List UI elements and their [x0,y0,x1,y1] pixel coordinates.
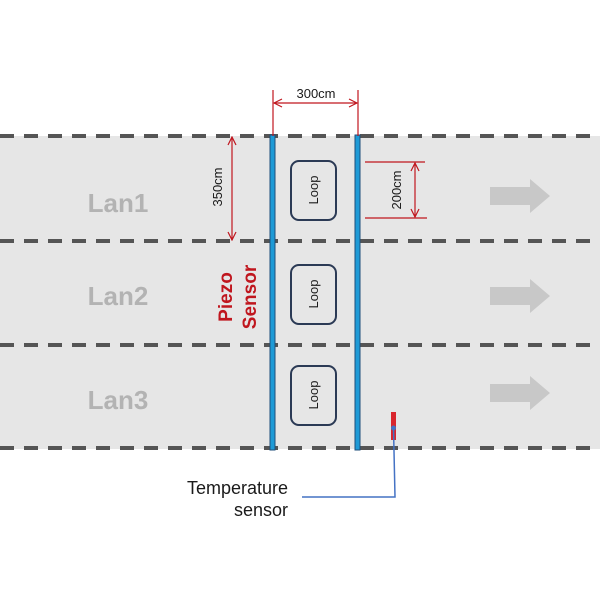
right-arrow-icon [490,376,550,410]
piezo-sensor-strip-right [354,134,361,451]
lane-label-1: Lan1 [88,188,149,218]
loop-detector-1: Loop [290,160,337,221]
lane-label-2: Lan2 [88,281,149,311]
right-arrow-icon [490,179,550,213]
lane-label-3: Lan3 [88,385,149,415]
dimension-loop-length: 200cm [365,161,427,219]
dimension-label-300cm: 300cm [296,86,335,101]
temperature-sensor: Temperature sensor [187,412,396,520]
right-arrow-icon [490,279,550,313]
dimension-sensor-spacing: 300cm [272,86,359,136]
loop-detector-2: Loop [290,264,337,325]
loop-label-2: Loop [306,280,321,309]
loop-label-1: Loop [306,176,321,205]
loop-detector-3: Loop [290,365,337,426]
piezo-sensor-strip-left [269,134,276,451]
dimension-label-350cm: 350cm [210,167,225,206]
dimension-label-200cm: 200cm [389,170,404,209]
loop-label-3: Loop [306,381,321,410]
piezo-label-line1: Piezo [216,272,237,322]
piezo-label-line2: Sensor [240,264,261,329]
dimension-lane-width: 350cm [210,137,232,240]
piezo-sensor-label: Piezo Sensor [216,264,261,329]
temperature-sensor-label-line2: sensor [234,500,288,520]
temperature-sensor-leader-line [302,427,396,498]
temperature-sensor-label-line1: Temperature [187,478,288,498]
